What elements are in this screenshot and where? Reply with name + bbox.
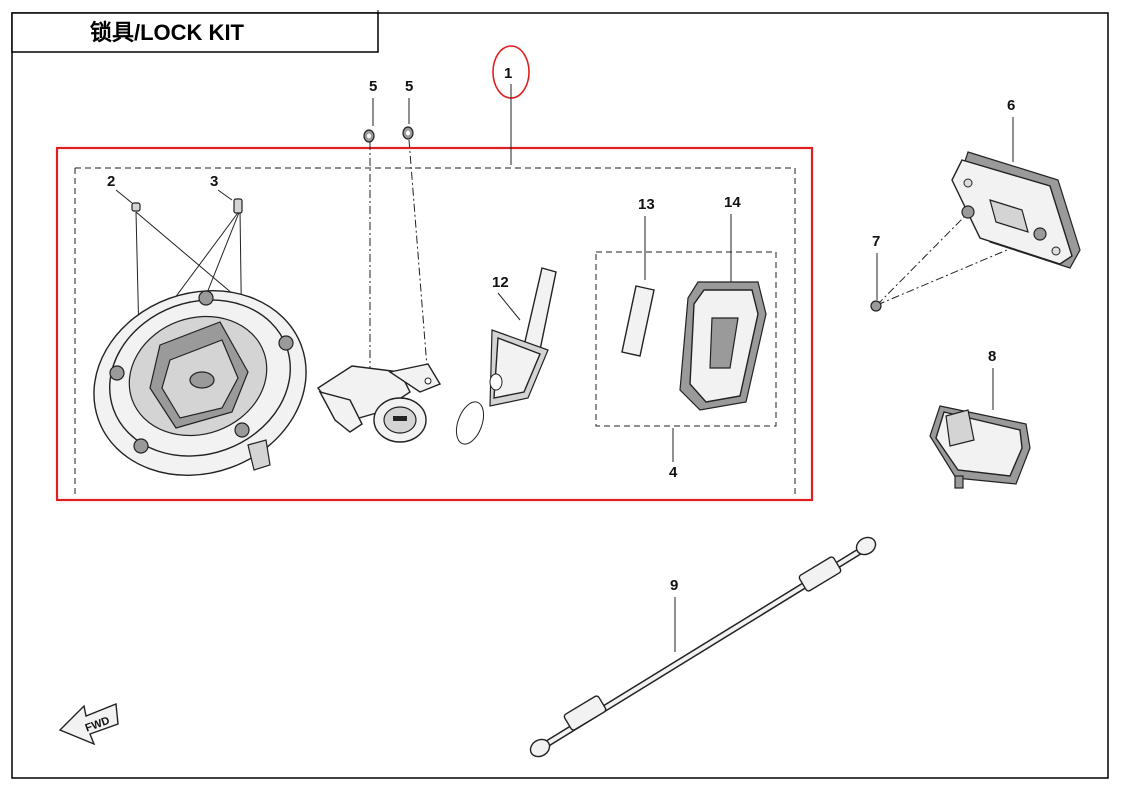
key-fob-part-14 xyxy=(679,281,767,411)
bolt-part-3 xyxy=(233,198,243,214)
kit-highlight-box xyxy=(55,146,814,502)
callout-6: 6 xyxy=(1007,97,1015,114)
screw-part-2 xyxy=(131,202,141,212)
screw-part-7 xyxy=(870,300,882,312)
key-blade-part-13 xyxy=(621,285,655,357)
callout-9: 9 xyxy=(670,577,678,594)
callout-8: 8 xyxy=(988,348,996,365)
callout-14: 14 xyxy=(724,194,741,211)
callout-7: 7 xyxy=(872,233,880,250)
leader-lines xyxy=(115,84,1014,652)
diagram-title: 锁具/LOCK KIT xyxy=(90,20,245,45)
control-unit-part-6 xyxy=(951,151,1081,269)
key-part-12 xyxy=(455,267,557,445)
callout-2: 2 xyxy=(107,173,115,190)
callout-3: 3 xyxy=(210,173,218,190)
nut-part-5a xyxy=(363,129,375,143)
title-box: 锁具/LOCK KIT xyxy=(11,10,379,53)
nut-part-5b xyxy=(402,126,414,140)
callout-4: 4 xyxy=(669,464,678,481)
kit-group-outline xyxy=(74,167,796,498)
callout-12: 12 xyxy=(492,274,509,291)
callout-13: 13 xyxy=(638,196,655,213)
key-set-outline xyxy=(595,251,777,427)
callout-5b: 5 xyxy=(405,78,413,95)
ignition-lock-body xyxy=(316,363,442,443)
relay-module-part-8 xyxy=(929,405,1031,489)
callout-5a: 5 xyxy=(369,78,377,95)
forward-arrow-icon: FWD xyxy=(58,703,119,746)
fuel-cap-lock xyxy=(93,290,307,476)
cable-part-9 xyxy=(529,536,877,758)
page-frame xyxy=(11,12,1109,779)
callout-1: 1 xyxy=(504,65,512,82)
